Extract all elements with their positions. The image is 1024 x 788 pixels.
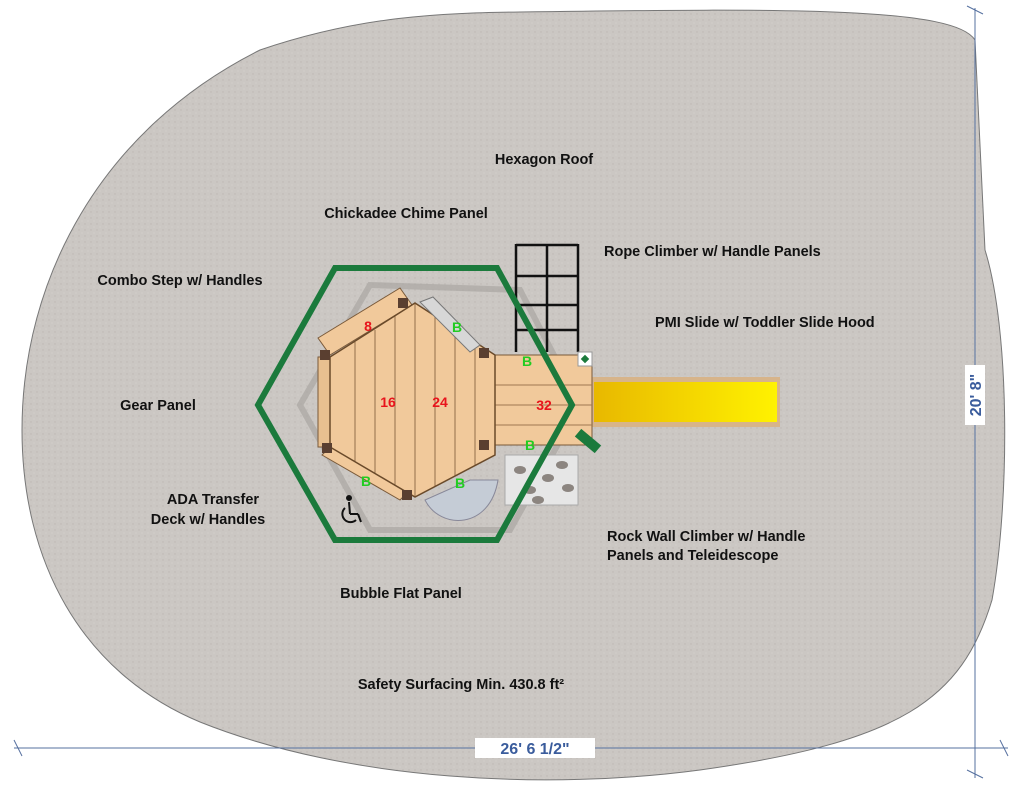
label-safety-surfacing: Safety Surfacing Min. 430.8 ft² — [358, 677, 564, 693]
label-hexagon-roof: Hexagon Roof — [495, 152, 593, 168]
label-rock-wall-climber: Rock Wall Climber w/ Handle — [607, 529, 805, 545]
label-rope-climber: Rope Climber w/ Handle Panels — [604, 244, 821, 260]
label-ada-transfer-deck: ADA Transfer — [167, 492, 259, 508]
border-marker: B — [525, 437, 535, 453]
deck-height-label: 16 — [380, 394, 396, 410]
deck-height-label: 32 — [536, 397, 552, 413]
label-bubble-flat-panel: Bubble Flat Panel — [340, 586, 462, 602]
border-marker: B — [361, 473, 371, 489]
label-pmi-slide: PMI Slide w/ Toddler Slide Hood — [655, 315, 875, 331]
border-marker: B — [522, 353, 532, 369]
deck-height-label: 8 — [364, 318, 372, 334]
deck-height-label: 24 — [432, 394, 448, 410]
label-chickadee-chime-panel: Chickadee Chime Panel — [324, 206, 488, 222]
deck-posts — [320, 298, 489, 500]
deck-32 — [487, 354, 593, 446]
chickadee-chime-panel — [419, 296, 481, 353]
bubble-flat-panel — [424, 479, 499, 521]
hexagon-roof — [254, 265, 576, 543]
border-marker: B — [455, 475, 465, 491]
label-gear-panel: Gear Panel — [120, 398, 196, 414]
border-marker: B — [452, 319, 462, 335]
label-rock-wall-climber: Panels and Teleidescope — [607, 548, 778, 564]
width-dimension-label: 26' 6 1/2" — [500, 741, 569, 758]
wheelchair-accessible-icon — [341, 495, 362, 524]
label-combo-step: Combo Step w/ Handles — [97, 273, 262, 289]
label-ada-transfer-deck: Deck w/ Handles — [151, 512, 265, 528]
teleidescope — [574, 428, 602, 454]
height-dimension-label: 20' 8" — [968, 374, 985, 417]
